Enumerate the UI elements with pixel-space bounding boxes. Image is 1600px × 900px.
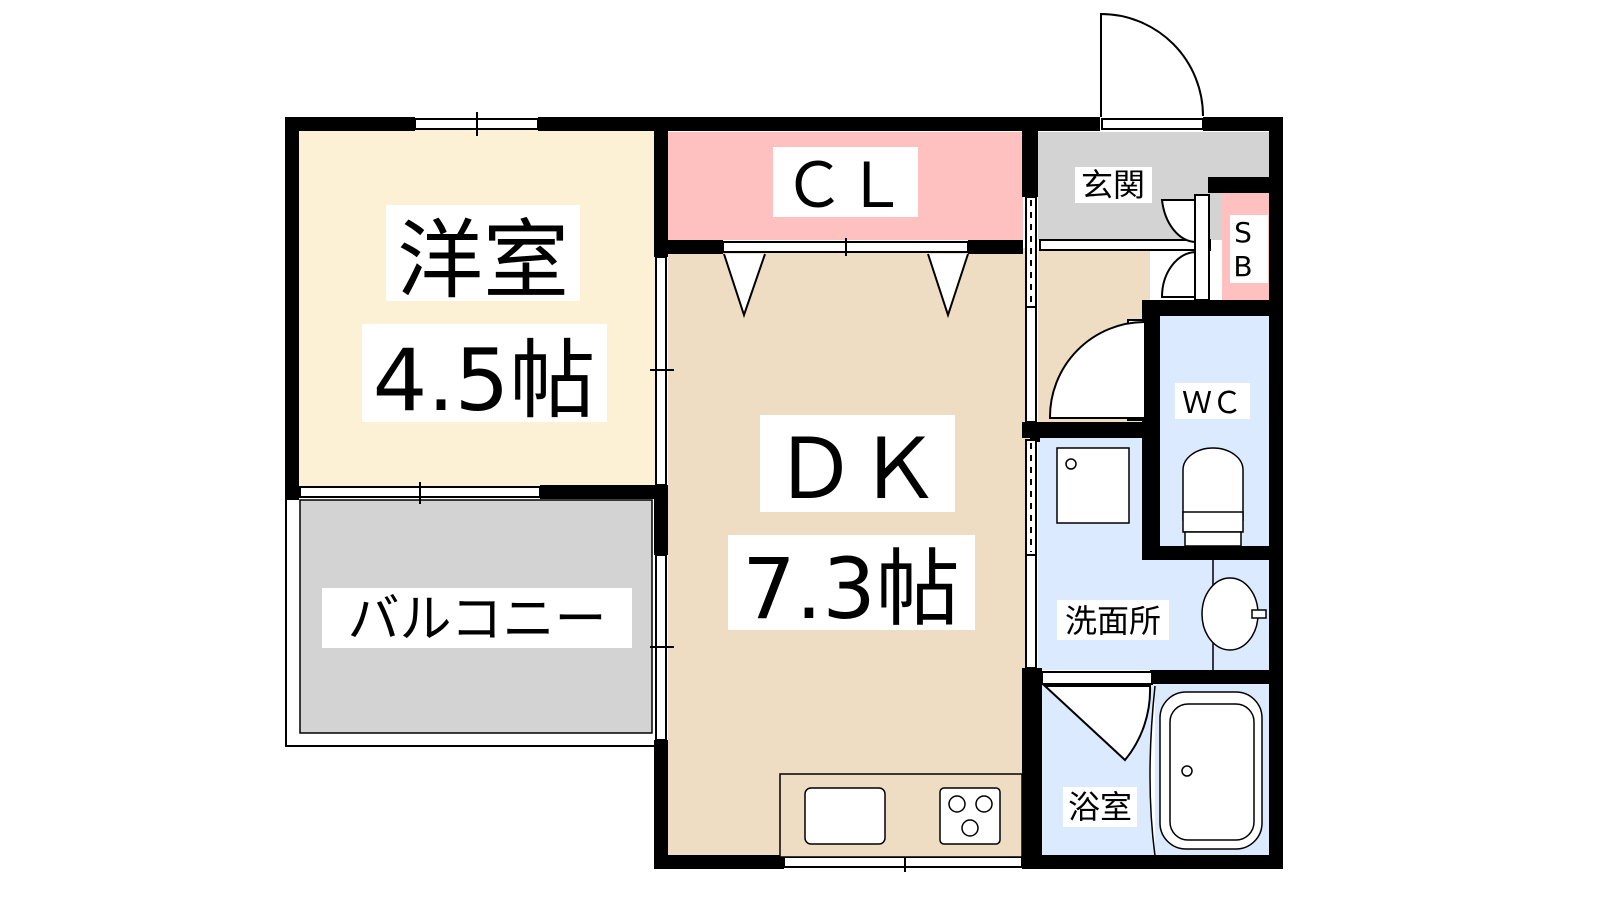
sink-icon [804,787,886,845]
western-room-area [293,125,660,492]
closet-door-right-icon [927,253,969,319]
hall-door-icon [1048,320,1146,419]
bathtub-icon [1149,685,1263,857]
dining-kitchen-label: ＤＫ [773,420,941,518]
closet-door-left-icon [723,253,766,319]
bath-door-icon [1042,685,1152,762]
balcony-label: バルコニー [348,590,607,650]
kitchen-counter [779,773,1023,858]
wash-basin-icon [1201,560,1267,670]
walls [285,117,1283,869]
washing-machine-icon [1056,447,1130,524]
dining-kitchen-size: 7.3帖 [742,540,960,638]
shoe-box-door-top-icon [1160,199,1196,244]
toilet-label: ＷＣ [1182,386,1242,421]
shoe-box-door-bottom-icon [1160,250,1196,298]
washroom-label: 洗面所 [1065,602,1161,640]
toilet-icon [1182,447,1244,547]
shoe-box-label-s: S [1234,216,1252,249]
western-room-label: 洋室 [397,211,569,311]
entrance-label: 玄関 [1081,166,1145,204]
closet-label: ＣＬ [783,149,907,222]
shoe-box-label-b: B [1233,250,1252,283]
doors [723,12,1204,762]
western-room-size: 4.5帖 [373,331,596,431]
entrance-door-icon [1100,12,1204,117]
bathroom-label: 浴室 [1068,788,1132,826]
